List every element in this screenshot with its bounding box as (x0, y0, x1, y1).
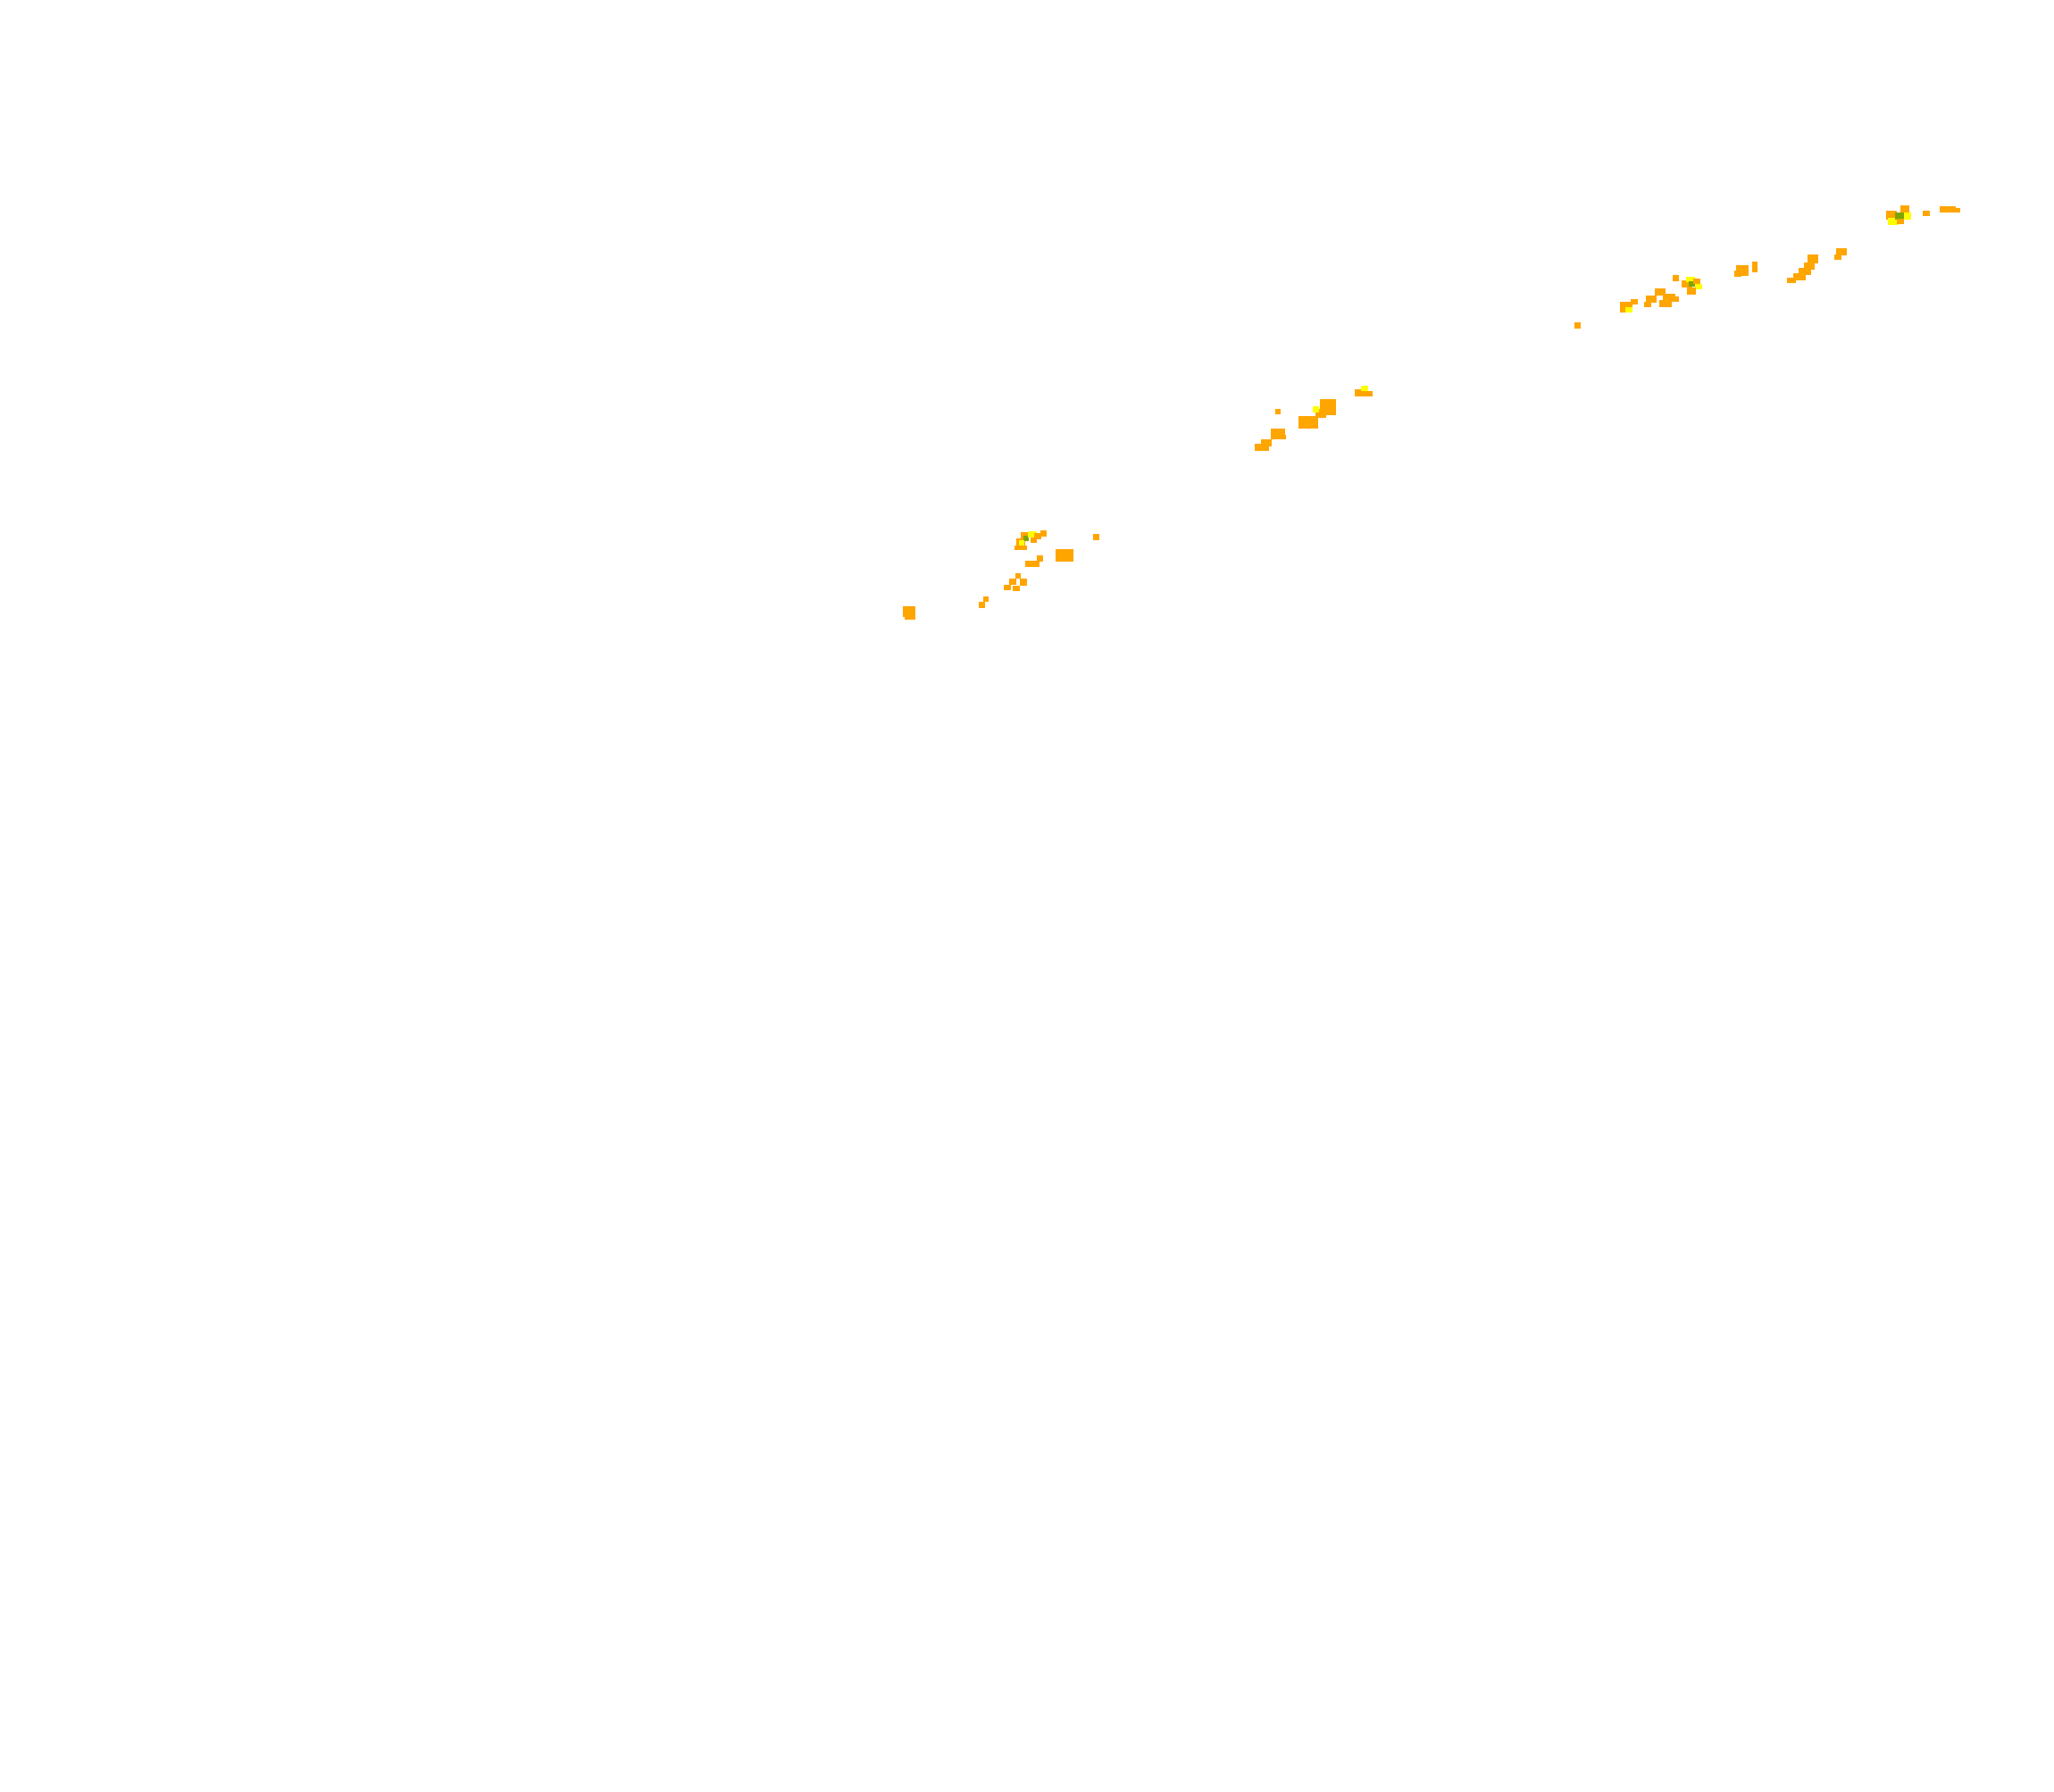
orange-raster-cell (1940, 206, 1956, 213)
yellow-raster-cell (1904, 213, 1911, 220)
orange-raster-cell (1574, 322, 1581, 329)
orange-raster-cell (1663, 294, 1675, 301)
orange-raster-cell (903, 606, 915, 617)
orange-raster-cell (1298, 416, 1318, 429)
green-raster-cell (1689, 281, 1695, 287)
orange-raster-cell (905, 616, 915, 620)
orange-raster-cell (1836, 248, 1847, 255)
orange-raster-cell (1804, 263, 1815, 270)
yellow-raster-cell (1888, 218, 1899, 225)
orange-raster-cell (1886, 211, 1897, 220)
orange-raster-cell (979, 602, 985, 608)
orange-raster-cell (1037, 555, 1043, 562)
orange-raster-cell (1040, 530, 1047, 537)
orange-raster-cell (1631, 299, 1638, 304)
orange-raster-cell (983, 596, 989, 602)
orange-raster-cell (1808, 254, 1818, 263)
orange-raster-cell (1682, 280, 1692, 288)
orange-raster-cell (1900, 205, 1909, 213)
orange-raster-cell (1093, 534, 1099, 540)
orange-raster-cell (1013, 586, 1020, 591)
orange-raster-cell (1793, 273, 1806, 280)
orange-raster-cell (1646, 296, 1657, 303)
orange-raster-cell (1923, 211, 1930, 216)
orange-raster-cell (1020, 579, 1027, 586)
orange-raster-cell (1897, 219, 1904, 224)
orange-raster-cell (1734, 271, 1741, 277)
orange-raster-cell (1787, 278, 1796, 283)
orange-raster-cell (1355, 389, 1367, 396)
orange-raster-cell (1673, 275, 1679, 281)
orange-raster-cell (1670, 296, 1679, 302)
orange-raster-cell (1015, 573, 1021, 579)
orange-raster-cell (1693, 279, 1700, 284)
orange-raster-cell (1367, 391, 1373, 396)
yellow-raster-cell (1361, 386, 1368, 391)
orange-raster-cell (1255, 444, 1269, 451)
orange-raster-cell (1799, 268, 1811, 275)
orange-raster-cell (1279, 435, 1286, 439)
yellow-raster-cell (1625, 307, 1632, 313)
orange-raster-cell (1834, 254, 1841, 260)
orange-raster-cell (1009, 579, 1016, 585)
orange-raster-cell (1261, 439, 1272, 446)
orange-raster-cell (1644, 302, 1651, 307)
orange-raster-cell (1275, 409, 1281, 414)
green-raster-cell (1895, 213, 1904, 220)
orange-raster-cell (1951, 208, 1960, 213)
orange-raster-cell (1056, 549, 1073, 562)
orange-raster-cell (1752, 262, 1758, 272)
yellow-raster-cell (1313, 406, 1319, 413)
yellow-raster-cell (1686, 277, 1695, 282)
orange-raster-cell (1655, 288, 1666, 296)
yellow-raster-cell (1028, 531, 1037, 538)
orange-raster-cell (1687, 288, 1696, 295)
orange-raster-cell (1320, 399, 1336, 415)
orange-raster-cell (1034, 533, 1041, 539)
yellow-raster-cell (1019, 540, 1024, 546)
yellow-raster-cell (1695, 284, 1702, 289)
orange-raster-cell (1004, 585, 1011, 590)
orange-raster-cell (1659, 300, 1672, 307)
orange-raster-cell (1014, 546, 1027, 550)
orange-raster-cell (1025, 561, 1040, 567)
green-raster-cell (1023, 536, 1029, 541)
orange-raster-cell (1031, 538, 1037, 543)
orange-raster-cell (1021, 532, 1028, 538)
